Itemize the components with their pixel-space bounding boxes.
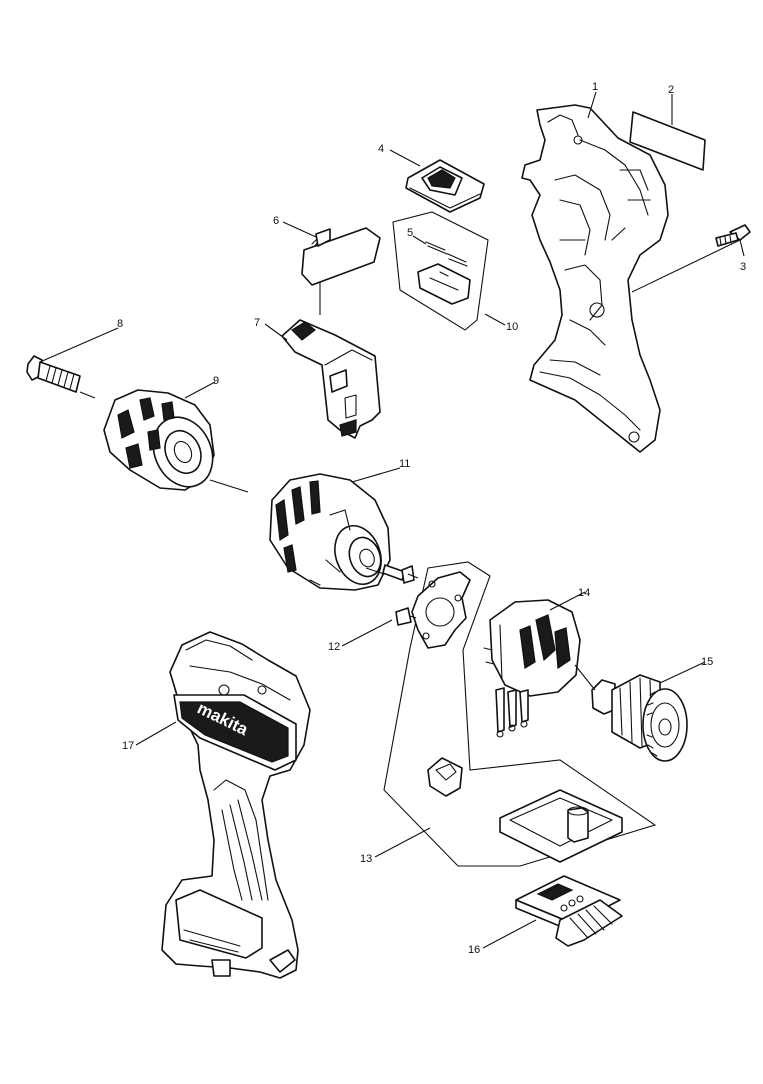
callout-1: 1 — [592, 81, 598, 93]
callout-15: 15 — [701, 656, 713, 668]
part-spring-assembly-box — [392, 211, 489, 331]
part-switch — [281, 319, 381, 439]
callout-4: 4 — [378, 143, 384, 155]
part-screw-3 — [715, 224, 751, 247]
part-keyless-chuck — [103, 389, 215, 491]
part-connector-block — [427, 757, 463, 797]
callout-9: 9 — [213, 375, 219, 387]
part-stator — [483, 599, 581, 738]
part-chuck-screw — [26, 355, 81, 393]
part-controller-tray — [499, 789, 623, 863]
callout-7: 7 — [254, 317, 260, 329]
callout-14: 14 — [578, 587, 590, 599]
callout-17: 17 — [122, 740, 134, 752]
callout-10: 10 — [506, 321, 518, 333]
callout-leaders — [39, 91, 745, 949]
part-label-plate — [629, 111, 706, 171]
callout-12: 12 — [328, 641, 340, 653]
part-bracket-plate — [411, 571, 471, 649]
callout-5: 5 — [407, 227, 413, 239]
callout-6: 6 — [273, 215, 279, 227]
callout-13: 13 — [360, 853, 372, 865]
part-housing-assembly: makita — [161, 631, 311, 979]
part-switch-pin — [301, 227, 381, 286]
callout-2: 2 — [668, 84, 674, 96]
part-controller-assembly-frame — [383, 561, 657, 867]
callout-numbers: 1 2 3 4 5 6 7 8 9 10 11 12 13 14 15 16 1… — [117, 81, 746, 956]
part-controller-board — [515, 875, 623, 947]
callout-3: 3 — [740, 261, 746, 273]
part-gear-assembly — [269, 473, 391, 591]
part-rotor — [591, 674, 688, 762]
part-housing-half — [521, 104, 669, 453]
part-screws-12 — [382, 564, 415, 626]
callout-8: 8 — [117, 318, 123, 330]
callout-11: 11 — [399, 458, 410, 470]
assembly-lines — [79, 282, 596, 691]
part-switch-lever — [405, 159, 485, 213]
callout-16: 16 — [468, 944, 480, 956]
